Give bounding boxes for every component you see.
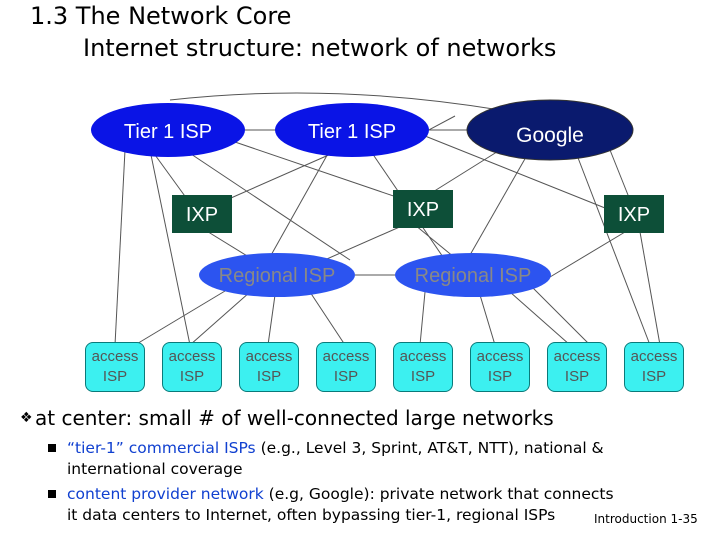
square-bullet-icon [48,490,56,498]
regional-isp-2 [395,253,551,297]
regional-isp-1 [199,253,355,297]
sub-bullet-tier1: “tier-1” commercial ISPs (e.g., Level 3,… [48,438,697,480]
tier1-isp-1-label: Tier 1 ISP [124,121,212,143]
tier1-isp-2 [275,103,429,157]
square-bullet-icon [48,444,56,452]
regional-isp-2-label: Regional ISP [415,265,532,287]
tier1-isp-1 [91,103,245,157]
ixp-2 [393,190,453,228]
google-label: Google [516,124,584,147]
slide-title: 1.3 The Network Core [30,2,292,30]
sub-bullet-content-provider: content provider network (e.g, Google): … [48,484,697,526]
ixp-2-label: IXP [407,199,439,221]
regional-isp-1-label: Regional ISP [219,265,336,287]
google-network [466,99,634,161]
ixp-3 [604,195,664,233]
slide-subtitle: Internet structure: network of networks [83,34,557,62]
ixp-1-label: IXP [186,204,218,226]
diamond-bullet-icon: ❖ [20,410,33,426]
ixp-1 [172,195,232,233]
network-diagram: Tier 1 ISP Tier 1 ISP Google IXP IXP IXP… [91,92,664,346]
ixp-3-label: IXP [618,204,650,226]
slide-footer: Introduction 1-35 [594,512,698,526]
tier1-isp-2-label: Tier 1 ISP [308,121,396,143]
